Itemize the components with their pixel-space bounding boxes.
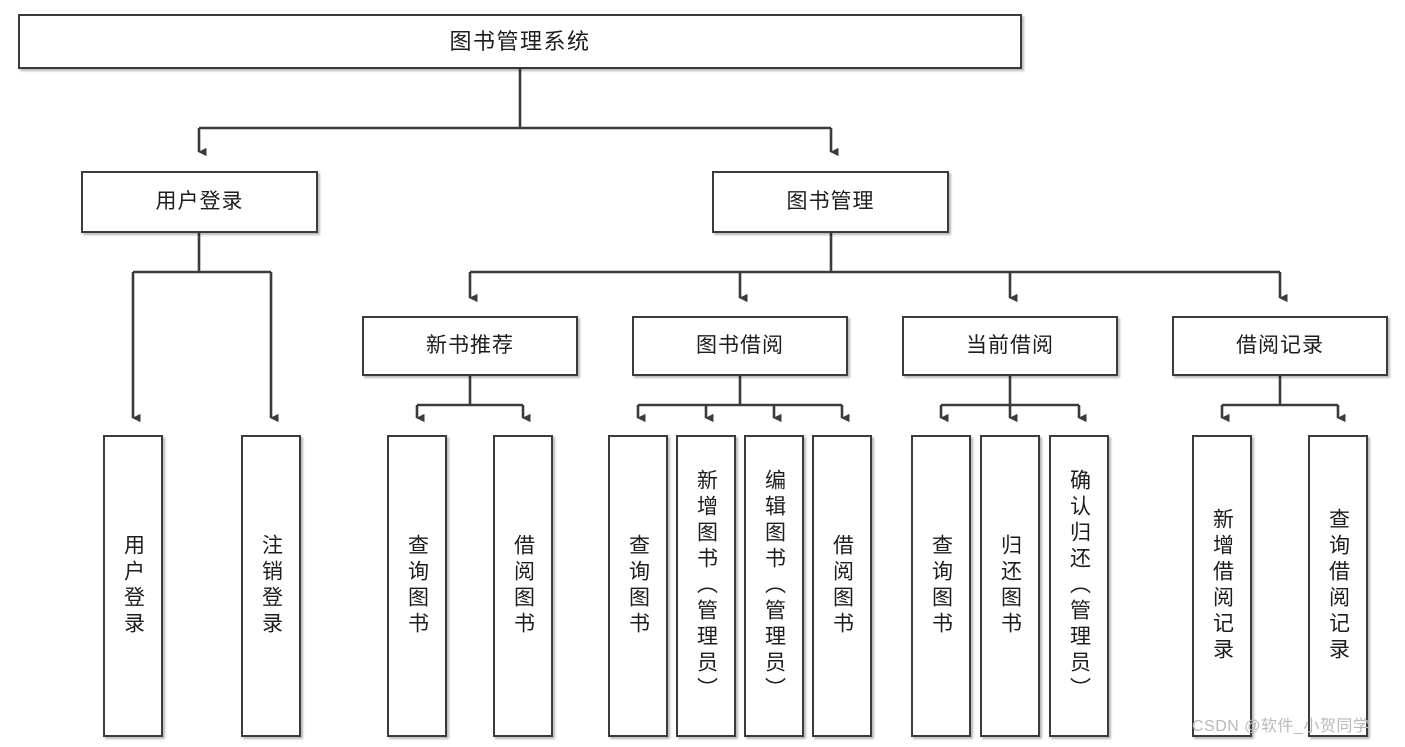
node-current-borrow-label: 当前借阅 <box>966 333 1054 357</box>
node-new-book-recommend-label: 新书推荐 <box>426 333 514 357</box>
node-leaf-borrow-book-1[interactable]: 借阅图书 <box>493 435 553 737</box>
node-user-login-label: 用户登录 <box>155 189 244 213</box>
node-leaf-query-book-1-label: 查询图书 <box>405 534 429 638</box>
node-new-book-recommend[interactable]: 新书推荐 <box>362 316 578 376</box>
node-leaf-add-record-label: 新增借阅记录 <box>1210 508 1234 664</box>
node-leaf-borrow-book-2-label: 借阅图书 <box>830 534 854 638</box>
node-leaf-query-book-1[interactable]: 查询图书 <box>387 435 447 737</box>
node-leaf-borrow-book-2[interactable]: 借阅图书 <box>812 435 872 737</box>
node-borrow-record[interactable]: 借阅记录 <box>1172 316 1388 376</box>
node-leaf-user-login-label: 用户登录 <box>121 534 145 638</box>
watermark: CSDN @软件_小贺同学 <box>1192 718 1370 735</box>
node-leaf-query-record-label: 查询借阅记录 <box>1326 508 1350 664</box>
node-leaf-add-record[interactable]: 新增借阅记录 <box>1192 435 1252 737</box>
node-current-borrow[interactable]: 当前借阅 <box>902 316 1118 376</box>
node-leaf-add-book-label: 新增图书（管理员） <box>694 469 718 703</box>
node-leaf-return-book[interactable]: 归还图书 <box>980 435 1040 737</box>
node-book-borrow[interactable]: 图书借阅 <box>632 316 848 376</box>
node-leaf-add-book[interactable]: 新增图书（管理员） <box>676 435 736 737</box>
node-leaf-user-logout-label: 注销登录 <box>259 534 283 638</box>
node-book-manage-label: 图书管理 <box>786 189 875 213</box>
node-leaf-confirm-return[interactable]: 确认归还（管理员） <box>1049 435 1109 737</box>
node-borrow-record-label: 借阅记录 <box>1236 333 1324 357</box>
node-leaf-edit-book[interactable]: 编辑图书（管理员） <box>744 435 804 737</box>
node-user-login[interactable]: 用户登录 <box>81 171 318 233</box>
node-leaf-user-logout[interactable]: 注销登录 <box>241 435 301 737</box>
node-book-borrow-label: 图书借阅 <box>696 333 784 357</box>
node-root[interactable]: 图书管理系统 <box>18 14 1022 69</box>
node-root-label: 图书管理系统 <box>449 28 591 54</box>
node-leaf-query-book-3[interactable]: 查询图书 <box>911 435 971 737</box>
node-leaf-query-record[interactable]: 查询借阅记录 <box>1308 435 1368 737</box>
node-leaf-query-book-2-label: 查询图书 <box>626 534 650 638</box>
node-leaf-query-book-2[interactable]: 查询图书 <box>608 435 668 737</box>
node-leaf-query-book-3-label: 查询图书 <box>929 534 953 638</box>
node-book-manage[interactable]: 图书管理 <box>712 171 949 233</box>
node-leaf-edit-book-label: 编辑图书（管理员） <box>762 469 786 703</box>
node-leaf-return-book-label: 归还图书 <box>998 534 1022 638</box>
node-leaf-borrow-book-1-label: 借阅图书 <box>511 534 535 638</box>
node-leaf-confirm-return-label: 确认归还（管理员） <box>1067 469 1091 703</box>
node-leaf-user-login[interactable]: 用户登录 <box>103 435 163 737</box>
